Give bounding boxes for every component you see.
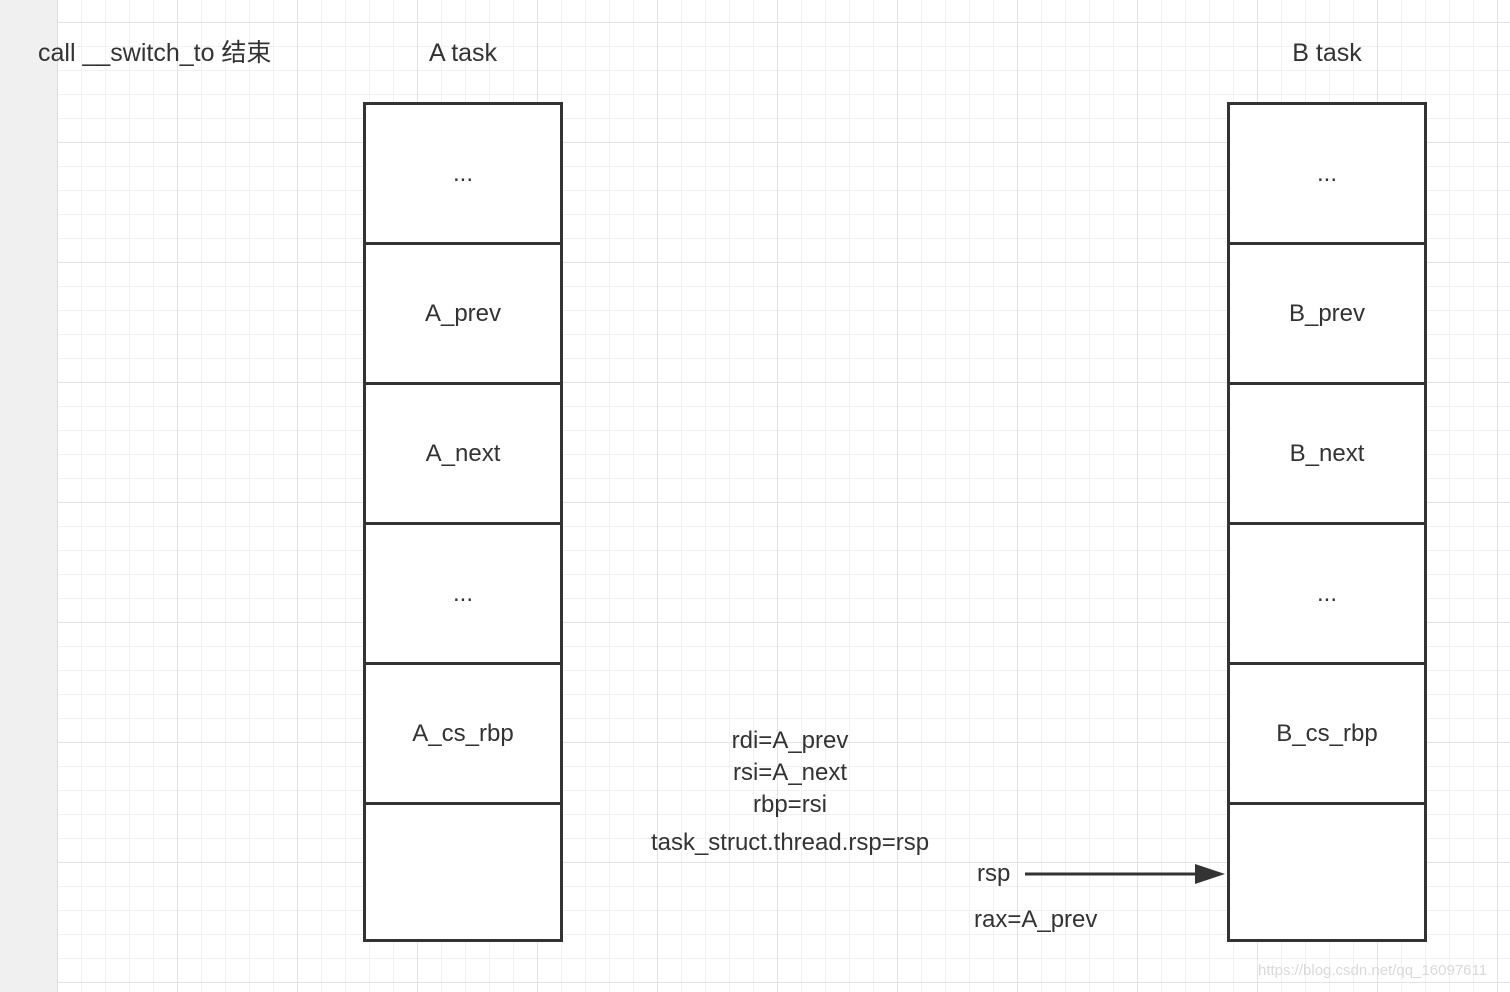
a-task-label: A task: [428, 39, 498, 67]
register-notes: rdi=A_prev rsi=A_next rbp=rsi task_struc…: [620, 725, 960, 859]
rsi-note: rsi=A_next: [732, 759, 848, 786]
left-gutter: [0, 0, 58, 992]
a-stack-slot-empty: [366, 805, 560, 945]
rbp-note: rbp=rsi: [752, 791, 828, 818]
a-stack-slot-cs-rbp: A_cs_rbp: [366, 665, 560, 805]
b-stack-slot-ellipsis-2: ...: [1230, 525, 1424, 665]
b-task-stack: ... B_prev B_next ... B_cs_rbp: [1227, 102, 1427, 942]
watermark: https://blog.csdn.net/qq_16097611: [1258, 962, 1488, 979]
b-stack-slot-empty: [1230, 805, 1424, 945]
rsp-label: rsp: [977, 860, 1011, 887]
rsp-pointer-arrow: [1025, 864, 1225, 884]
rax-note: rax=A_prev: [974, 906, 1098, 933]
a-task-stack: ... A_prev A_next ... A_cs_rbp: [363, 102, 563, 942]
thread-rsp-note: task_struct.thread.rsp=rsp: [650, 829, 930, 856]
diagram-title: call __switch_to 结束: [38, 39, 272, 67]
b-stack-slot-cs-rbp: B_cs_rbp: [1230, 665, 1424, 805]
a-stack-slot-prev: A_prev: [366, 245, 560, 385]
a-stack-slot-ellipsis-2: ...: [366, 525, 560, 665]
b-task-label: B task: [1292, 39, 1362, 67]
rsp-arrowhead: [1195, 864, 1225, 884]
b-stack-slot-prev: B_prev: [1230, 245, 1424, 385]
b-stack-slot-next: B_next: [1230, 385, 1424, 525]
a-stack-slot-ellipsis: ...: [366, 105, 560, 245]
a-stack-slot-next: A_next: [366, 385, 560, 525]
b-stack-slot-ellipsis: ...: [1230, 105, 1424, 245]
rdi-note: rdi=A_prev: [731, 727, 849, 754]
